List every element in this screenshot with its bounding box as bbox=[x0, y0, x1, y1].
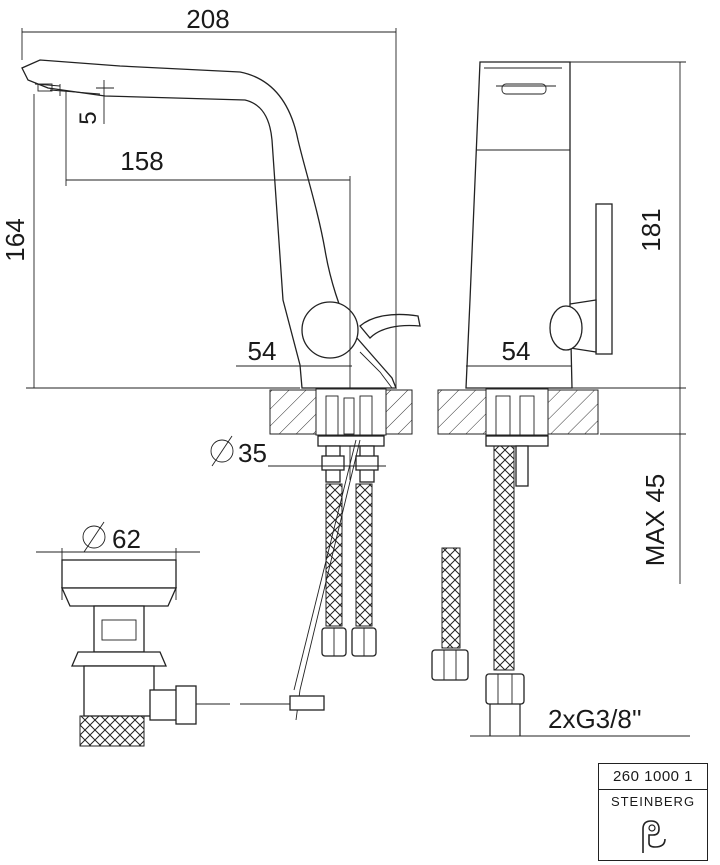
hose-short-front bbox=[441, 547, 461, 649]
hose-left-side bbox=[325, 483, 343, 627]
dim-spout-drop: 5 bbox=[75, 111, 102, 124]
waste-assembly bbox=[60, 559, 325, 747]
diameter-symbol-icon bbox=[210, 439, 234, 463]
dim-total-width: 208 bbox=[186, 4, 229, 34]
waste-flange bbox=[61, 559, 177, 589]
dim-base-front: 54 bbox=[502, 336, 531, 366]
dim-fixing-hole-group: 35 bbox=[210, 435, 267, 468]
hose-long-front bbox=[493, 445, 515, 671]
aerator-front bbox=[501, 83, 547, 95]
dim-max-thickness: MAX 45 bbox=[640, 474, 670, 567]
diameter-symbol-icon bbox=[82, 525, 106, 549]
brand-name: STEINBERG bbox=[610, 794, 696, 809]
fixing-hole-side bbox=[315, 388, 387, 436]
product-code: 260 1000 1 bbox=[599, 764, 707, 790]
hose-right-side bbox=[355, 483, 373, 627]
dim-base-side: 54 bbox=[248, 336, 277, 366]
waste-body bbox=[83, 665, 155, 717]
dim-height-front: 181 bbox=[636, 208, 666, 251]
brand-logo-icon bbox=[642, 820, 666, 853]
hose-nut-short bbox=[431, 649, 469, 681]
waste-thread bbox=[79, 715, 145, 747]
mounting-plate-side bbox=[317, 435, 385, 447]
dim-spout-reach: 158 bbox=[120, 146, 163, 176]
dimension-lines bbox=[21, 28, 690, 737]
fixing-hole-front bbox=[485, 388, 549, 436]
dim-waste-diameter-group: 62 bbox=[82, 521, 141, 554]
dim-fixing-hole: 35 bbox=[238, 438, 267, 468]
mounting-plate-front bbox=[485, 435, 549, 447]
hose-nut-long bbox=[485, 673, 525, 705]
lever-front bbox=[595, 203, 613, 355]
dim-waste-diameter: 62 bbox=[112, 524, 141, 554]
faucet-body-side bbox=[21, 59, 397, 389]
aerator bbox=[37, 83, 53, 92]
title-block: 260 1000 1 STEINBERG bbox=[598, 763, 708, 861]
lever-hub bbox=[301, 301, 359, 359]
front-view bbox=[431, 61, 613, 736]
dim-height-side: 164 bbox=[0, 218, 30, 261]
lever-handle bbox=[359, 313, 421, 339]
side-view bbox=[21, 59, 421, 721]
dim-connection: 2xG3/8'' bbox=[548, 704, 642, 734]
